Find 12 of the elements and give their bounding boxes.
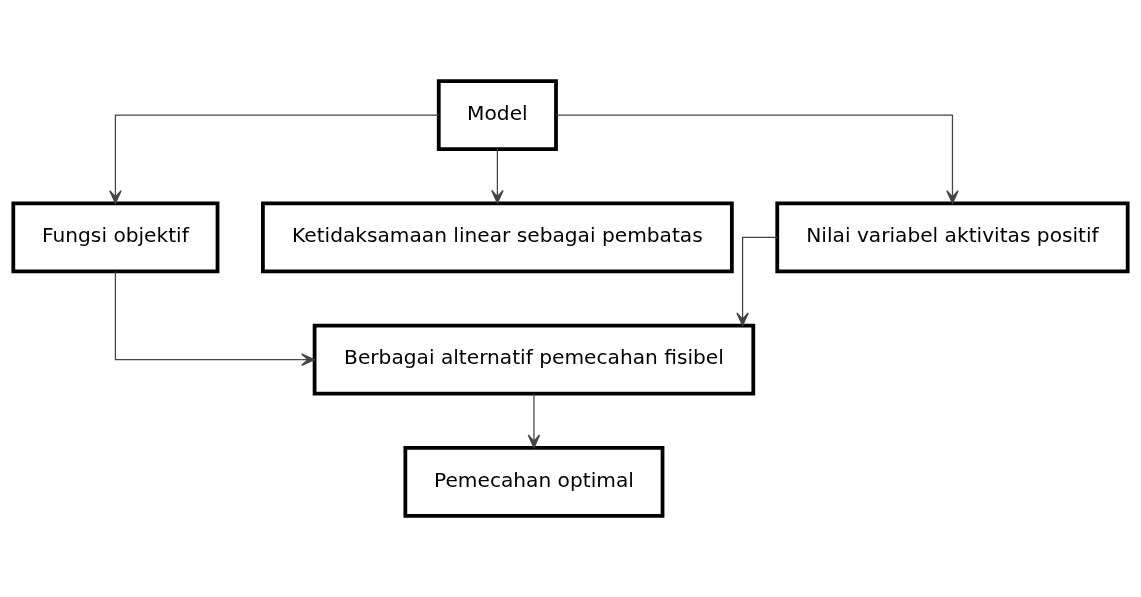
node-box: Nilai variabel aktivitas positif [775,201,1130,274]
arrow [555,114,959,204]
arrow [527,393,541,449]
node-box: Fungsi objektif [11,201,220,274]
node-box: Model [436,79,558,151]
node-box: Pemecahan optimal [403,446,665,518]
arrow [736,236,778,327]
node-box: Ketidaksamaan linear sebagai pembatas [261,201,734,274]
arrow [114,270,315,366]
node-box: Berbagai alternatif pemecahan fisibel [312,323,756,396]
arrow [109,114,440,204]
arrow [491,148,504,204]
